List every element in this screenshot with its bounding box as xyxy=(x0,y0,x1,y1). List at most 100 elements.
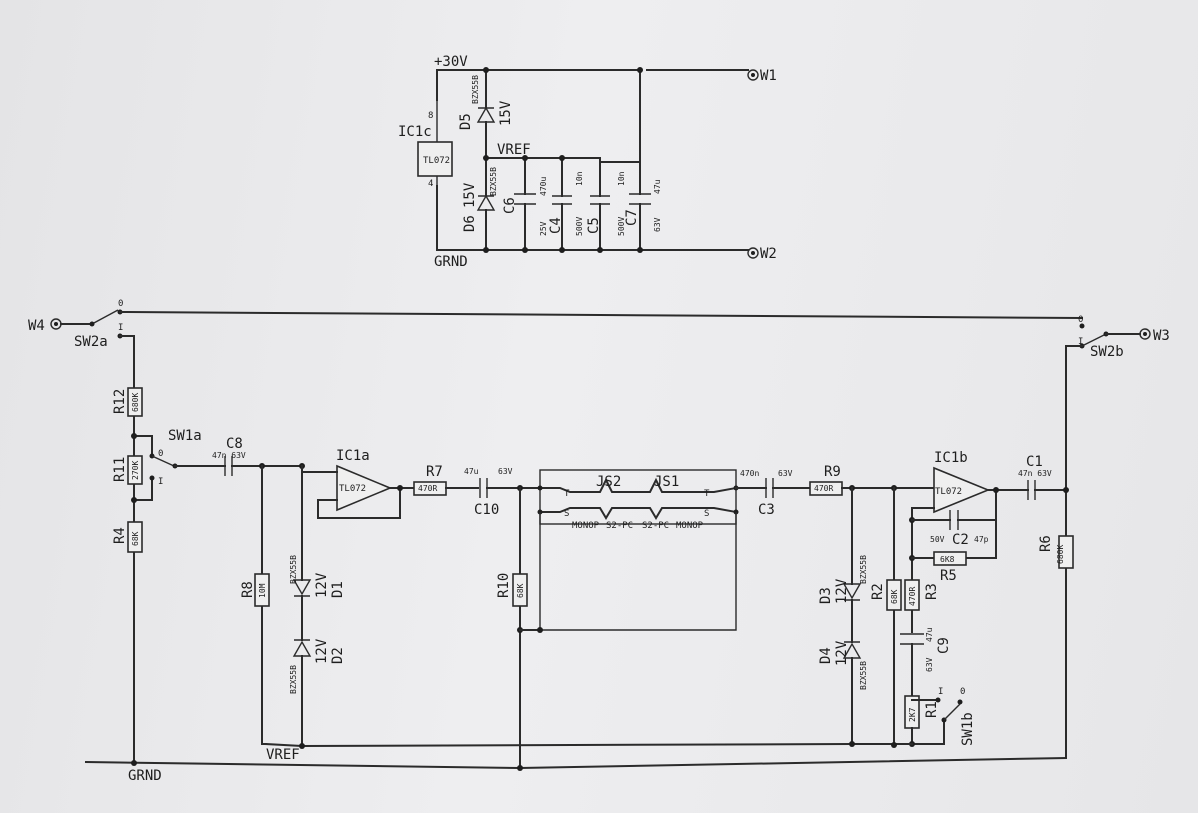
label-sw1b: SW1b xyxy=(960,712,976,746)
label-sw1b-pos1: I xyxy=(938,687,943,697)
label-c3: C3 xyxy=(758,502,775,518)
ic1a-body xyxy=(336,464,393,512)
terminal-w2 xyxy=(747,247,759,259)
label-d1-voltage: 12V xyxy=(314,572,330,598)
label-c9-voltage: 63V xyxy=(925,657,934,672)
label-s2pc-right: S2-PC xyxy=(642,521,669,531)
label-c4-voltage: 500V xyxy=(575,217,584,236)
label-r11-value: 270K xyxy=(131,461,140,480)
label-r6-value: 680K xyxy=(1056,545,1065,564)
label-r7-value: 470R xyxy=(418,484,437,493)
label-r10: R10 xyxy=(496,573,512,598)
label-r10-value: 68K xyxy=(516,583,525,598)
label-r2-value: 68K xyxy=(890,589,899,604)
r11-body xyxy=(127,455,143,485)
label-s2pc-left: S2-PC xyxy=(606,521,633,531)
label-c6-value: 470u xyxy=(539,177,548,196)
label-d2-voltage: 12V xyxy=(314,638,330,664)
label-ic1c-type: TL072 xyxy=(423,156,450,166)
label-d2-type: BZX55B xyxy=(289,665,298,694)
label-r9: R9 xyxy=(824,464,841,480)
label-d5: D5 xyxy=(458,113,474,130)
label-d6: D6 xyxy=(462,215,478,232)
label-monop-right: MONOP xyxy=(676,521,704,531)
label-w1: W1 xyxy=(760,68,777,84)
label-r3-value: 470R xyxy=(908,587,917,606)
label-sw2b-pos0: 0 xyxy=(1078,315,1083,325)
label-vref-bottom: VREF xyxy=(266,747,300,763)
label-r7: R7 xyxy=(426,464,443,480)
label-sw2a-pos1: I xyxy=(118,323,123,333)
label-js1: JS1 xyxy=(654,474,679,490)
label-ic1a: IC1a xyxy=(336,448,370,464)
label-d1-type: BZX55B xyxy=(289,555,298,584)
label-r12-value: 680K xyxy=(131,393,140,412)
r3-body xyxy=(904,579,920,611)
r12-body xyxy=(127,387,143,417)
label-r4-value: 68K xyxy=(131,531,140,546)
label-monop-left: MONOP xyxy=(572,521,600,531)
label-sw1a-pos0: 0 xyxy=(158,449,163,459)
label-c9: C9 xyxy=(936,637,952,654)
label-c5-value: 10n xyxy=(617,171,626,186)
label-d3-voltage: 12V xyxy=(834,578,850,604)
label-r5-value: 6K8 xyxy=(940,555,955,564)
label-c3-value: 470n xyxy=(740,469,759,478)
label-sw1a-pos1: I xyxy=(158,477,163,487)
label-c6: C6 xyxy=(502,197,518,214)
label-sw2b-pos1: I xyxy=(1078,337,1083,347)
r2-body xyxy=(886,579,902,611)
label-ic1b-type: TL072 xyxy=(935,487,962,497)
label-r12: R12 xyxy=(112,389,128,414)
label-r3: R3 xyxy=(924,583,940,600)
label-c7-value: 47u xyxy=(653,179,662,194)
label-d1: D1 xyxy=(330,581,346,598)
label-c10: C10 xyxy=(474,502,499,518)
label-c1: C1 xyxy=(1026,454,1043,470)
label-r6: R6 xyxy=(1038,535,1054,552)
label-r5: R5 xyxy=(940,568,957,584)
label-c1-value: 47n 63V xyxy=(1018,469,1052,478)
label-c10-value: 47u xyxy=(464,467,479,476)
label-vref-top: VREF xyxy=(497,142,531,158)
label-sw2a-pos0: 0 xyxy=(118,299,123,309)
ic1b-body xyxy=(933,466,991,514)
label-c8: C8 xyxy=(226,436,243,452)
label-r1-value: 2K7 xyxy=(908,707,917,722)
label-r2: R2 xyxy=(870,583,886,600)
label-ic1c: IC1c xyxy=(398,124,432,140)
label-d4-voltage: 12V xyxy=(834,640,850,666)
label-sw2b: SW2b xyxy=(1090,344,1124,360)
power-supply-section xyxy=(417,67,759,259)
label-js-t-left: T xyxy=(564,489,570,499)
r10-body xyxy=(512,573,528,607)
label-ic1b: IC1b xyxy=(934,450,968,466)
label-js-s-left: S xyxy=(564,509,569,519)
label-c9-value: 47u xyxy=(925,627,934,642)
label-c4: C4 xyxy=(548,217,564,234)
label-d5-type: BZX55B xyxy=(471,75,480,104)
main-circuit-section xyxy=(50,309,1151,771)
terminal-w1 xyxy=(747,69,759,81)
label-d3: D3 xyxy=(818,587,834,604)
label-r4: R4 xyxy=(112,527,128,544)
label-ic1c-pin8: 8 xyxy=(428,111,433,121)
label-c2: C2 xyxy=(952,532,969,548)
r5-body xyxy=(933,551,967,566)
label-d4-type: BZX55B xyxy=(859,661,868,690)
r8-body xyxy=(254,573,270,607)
label-w2: W2 xyxy=(760,246,777,262)
label-c3-voltage: 63V xyxy=(778,469,793,478)
label-d4: D4 xyxy=(818,647,834,664)
label-c4-value: 10n xyxy=(575,171,584,186)
label-d2: D2 xyxy=(330,647,346,664)
r4-body xyxy=(127,521,143,553)
label-sw1b-pos0: 0 xyxy=(960,687,965,697)
label-sw2a: SW2a xyxy=(74,334,108,350)
label-d3-type: BZX55B xyxy=(859,555,868,584)
label-ic1a-type: TL072 xyxy=(339,484,366,494)
label-d6-voltage: 15V xyxy=(462,182,478,208)
label-c6-voltage: 25V xyxy=(539,221,548,236)
label-ic1c-pin4: 4 xyxy=(428,179,433,189)
